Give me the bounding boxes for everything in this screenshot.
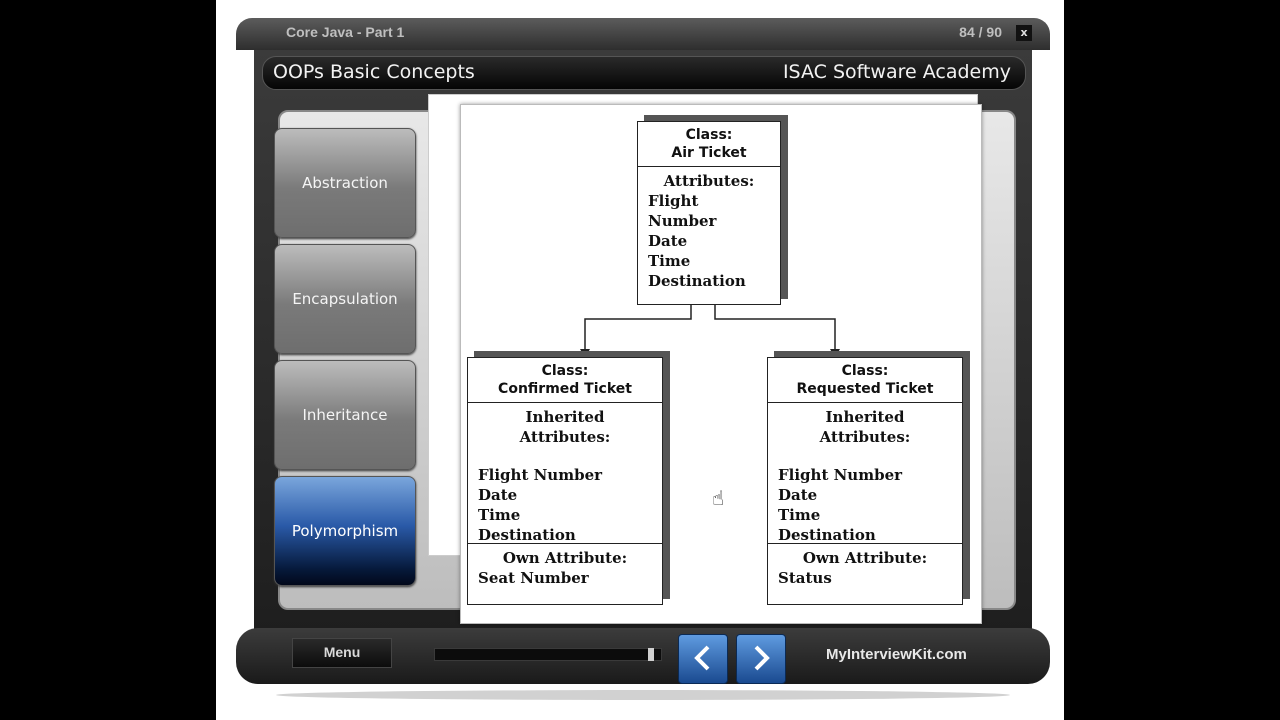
attribute: Destination — [648, 272, 746, 290]
class-header: Class: Confirmed Ticket — [468, 358, 662, 403]
close-icon[interactable]: x — [1016, 25, 1032, 41]
menu-button[interactable]: Menu — [292, 638, 392, 668]
progress-bar[interactable] — [434, 648, 662, 661]
class-name: Confirmed Ticket — [498, 381, 632, 397]
chevron-left-icon — [694, 645, 710, 671]
class-label: Class: — [541, 363, 589, 379]
own-title: Own Attribute: — [802, 549, 928, 567]
own-title: Own Attribute: — [502, 549, 628, 567]
page-counter: 84 / 90 — [959, 24, 1002, 40]
attribute: Flight Number — [478, 466, 603, 484]
course-title: Core Java - Part 1 — [286, 24, 405, 40]
nav-item-inheritance[interactable]: Inheritance — [274, 360, 416, 470]
attribute: Time — [648, 252, 691, 270]
nav-item-abstraction[interactable]: Abstraction — [274, 128, 416, 238]
class-box-requested-ticket: Class: Requested Ticket Inherited Attrib… — [767, 357, 963, 605]
class-label: Class: — [841, 363, 889, 379]
nav-item-label: Polymorphism — [291, 522, 399, 540]
course-player: Core Java - Part 1 84 / 90 x OOPs Basic … — [236, 18, 1050, 700]
academy-name: ISAC Software Academy — [782, 61, 1011, 83]
player-shadow — [276, 690, 1010, 700]
attributes-title: Attributes: — [663, 172, 755, 190]
own-section: Own Attribute: Status — [768, 544, 962, 592]
attribute: Date — [478, 486, 518, 504]
attribute: Flight Number — [778, 466, 903, 484]
class-label: Class: — [685, 127, 733, 143]
connector-lines — [580, 305, 840, 358]
own-section: Own Attribute: Seat Number — [468, 544, 662, 592]
control-bar: Menu MyInterviewKit.com — [236, 628, 1050, 684]
inherited-title: Inherited Attributes: — [819, 408, 911, 446]
inherited-title: Inherited Attributes: — [519, 408, 611, 446]
class-box-air-ticket: Class: Air Ticket Attributes: Flight Num… — [637, 121, 781, 305]
class-diagram-popup: Class: Air Ticket Attributes: Flight Num… — [460, 104, 982, 624]
attribute: Time — [778, 506, 821, 524]
site-link[interactable]: MyInterviewKit.com — [826, 646, 967, 663]
class-box-confirmed-ticket: Class: Confirmed Ticket Inherited Attrib… — [467, 357, 663, 605]
chevron-right-icon — [754, 645, 770, 671]
progress-thumb[interactable] — [648, 648, 654, 661]
inherited-section: Inherited Attributes: Flight Number Date… — [468, 403, 662, 544]
attribute: Flight Number — [648, 192, 717, 230]
attribute: Date — [778, 486, 818, 504]
title-bar: Core Java - Part 1 84 / 90 x — [236, 18, 1050, 50]
nav-item-polymorphism[interactable]: Polymorphism — [274, 476, 416, 586]
class-name: Air Ticket — [671, 145, 747, 161]
slide-title: OOPs Basic Concepts — [273, 61, 475, 83]
attribute: Destination — [778, 526, 876, 544]
attributes-section: Attributes: Flight Number Date Time Dest… — [638, 167, 780, 295]
arrowhead-left — [580, 349, 590, 358]
class-name: Requested Ticket — [796, 381, 934, 397]
nav-item-label: Abstraction — [302, 174, 388, 192]
class-header: Class: Requested Ticket — [768, 358, 962, 403]
previous-button[interactable] — [678, 634, 728, 684]
own-attribute: Status — [778, 569, 832, 587]
attribute: Destination — [478, 526, 576, 544]
next-button[interactable] — [736, 634, 786, 684]
nav-item-encapsulation[interactable]: Encapsulation — [274, 244, 416, 354]
arrowhead-right — [830, 349, 840, 358]
attribute: Time — [478, 506, 521, 524]
nav-item-label: Inheritance — [302, 406, 388, 424]
nav-item-label: Encapsulation — [292, 290, 398, 308]
attribute: Date — [648, 232, 688, 250]
slide-header: OOPs Basic Concepts ISAC Software Academ… — [262, 56, 1026, 90]
own-attribute: Seat Number — [478, 569, 589, 587]
class-header: Class: Air Ticket — [638, 122, 780, 167]
inherited-section: Inherited Attributes: Flight Number Date… — [768, 403, 962, 544]
hand-cursor-icon: ☝ — [712, 486, 725, 510]
